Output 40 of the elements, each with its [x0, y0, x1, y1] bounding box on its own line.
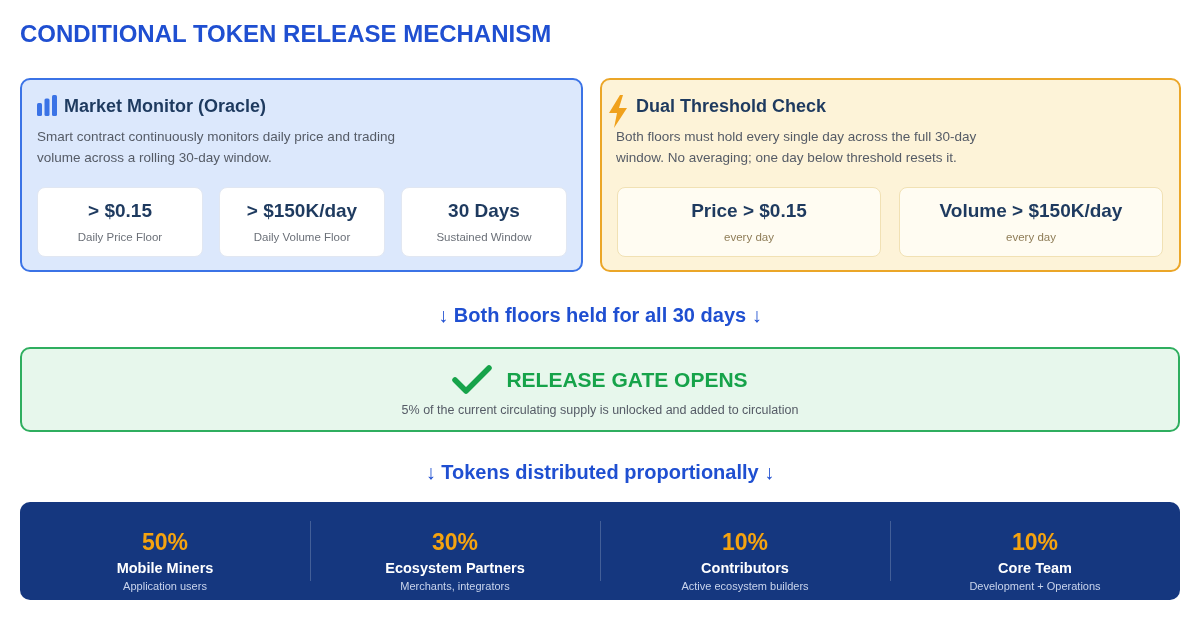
stat-caption: every day	[1006, 230, 1056, 245]
stat-card	[37, 187, 203, 257]
info-panel	[20, 78, 583, 272]
allocation-name: Mobile Miners	[116, 559, 214, 577]
allocation-percent: 10%	[721, 529, 768, 555]
stat-caption: Daily Volume Floor	[253, 230, 351, 245]
stat-value: Price > $0.15	[691, 199, 807, 223]
stat-caption: Daily Price Floor	[77, 230, 163, 245]
release-gate-panel	[20, 347, 1180, 432]
panel-heading: Market Monitor (Oracle)	[64, 95, 267, 118]
stat-card	[219, 187, 385, 257]
allocation-description: Application users	[123, 579, 207, 593]
gate-heading: RELEASE GATE OPENS	[506, 367, 748, 393]
allocation-description: Active ecosystem builders	[681, 579, 809, 593]
allocation-name: Core Team	[998, 559, 1072, 577]
stat-value: Volume > $150K/day	[939, 199, 1123, 223]
allocation-name: Contributors	[701, 559, 789, 577]
allocation-description: Development + Operations	[969, 579, 1101, 593]
stat-caption: Sustained Window	[436, 230, 532, 245]
allocation-percent: 30%	[431, 529, 478, 555]
info-panel	[600, 78, 1181, 272]
panel-description: Smart contract continuously monitors daily price and trading volume across a rolling 30-day window.	[37, 128, 396, 167]
panel-heading: Dual Threshold Check	[636, 95, 827, 118]
page-title: CONDITIONAL TOKEN RELEASE MECHANISM	[20, 20, 552, 48]
panel-description: Both floors must hold every single day across the full 30-day window. No averaging; one day below threshold resets it.	[616, 128, 978, 167]
flow-caption: ↓ Both floors held for all 30 days ↓	[438, 303, 762, 328]
stat-value: > $0.15	[88, 199, 152, 223]
allocation-percent: 10%	[1011, 529, 1058, 555]
stat-card	[401, 187, 567, 257]
allocation-band	[20, 502, 1180, 600]
stat-caption: every day	[724, 230, 774, 245]
stat-value: 30 Days	[448, 199, 520, 223]
allocation-name: Ecosystem Partners	[385, 559, 525, 577]
allocation-description: Merchants, integrators	[400, 579, 510, 593]
stat-card	[617, 187, 881, 257]
stat-card	[899, 187, 1163, 257]
gate-description: 5% of the current circulating supply is unlocked and added to circulation	[401, 402, 799, 418]
allocation-percent: 50%	[141, 529, 188, 555]
flow-caption: ↓ Tokens distributed proportionally ↓	[425, 460, 775, 485]
stat-value: > $150K/day	[246, 199, 358, 223]
